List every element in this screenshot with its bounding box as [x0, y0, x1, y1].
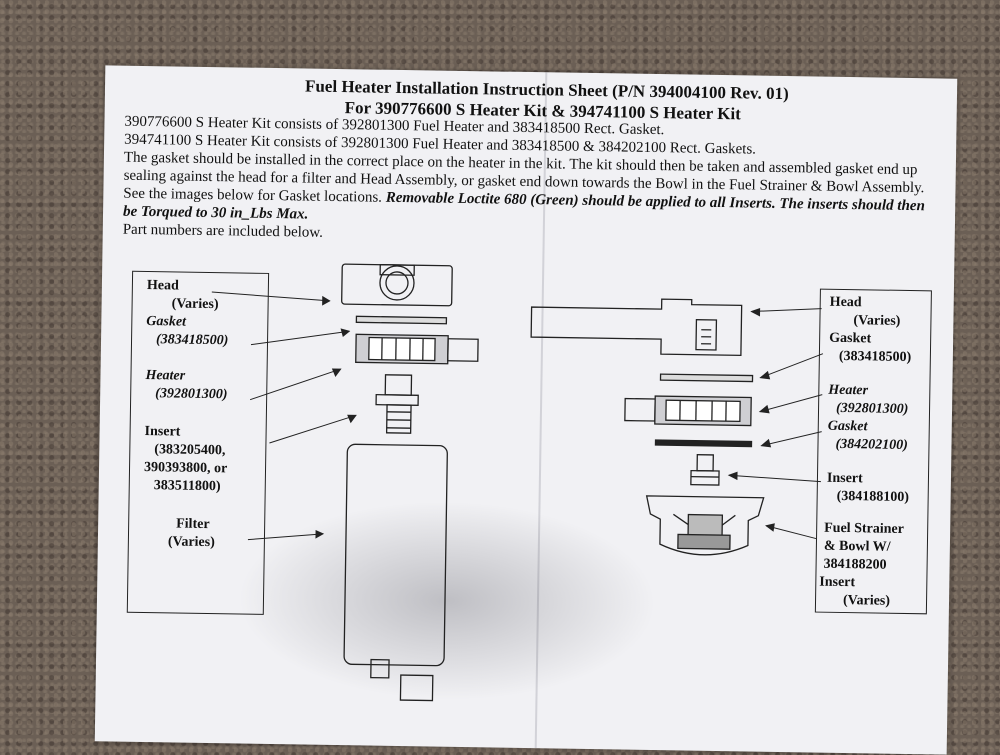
insert-drawing	[691, 455, 719, 485]
gasket-drawing	[660, 374, 752, 381]
gasket-drawing	[655, 440, 751, 447]
exploded-diagrams	[95, 65, 958, 754]
instruction-sheet: Fuel Heater Installation Instruction She…	[95, 65, 958, 754]
filter-head-drawing	[342, 264, 453, 306]
leader-lines-left	[208, 292, 358, 541]
strainer-head-drawing	[531, 297, 742, 355]
filter-drawing	[343, 444, 447, 701]
bowl-drawing	[646, 496, 764, 556]
heater-drawing	[356, 334, 478, 364]
gasket-drawing	[356, 316, 446, 323]
insert-drawing	[376, 375, 419, 434]
heater-drawing	[625, 396, 751, 426]
